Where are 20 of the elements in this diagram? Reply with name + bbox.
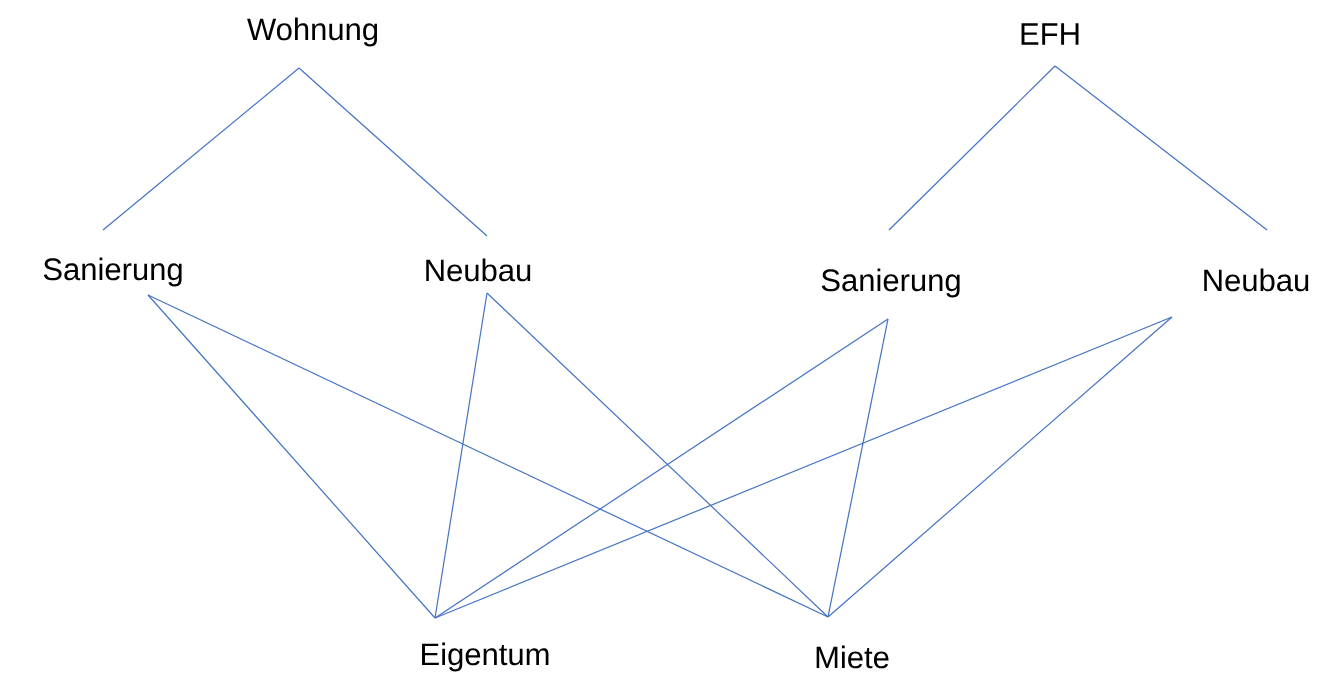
- connector-line: [298, 67, 488, 237]
- connector-line: [888, 65, 1056, 231]
- node-label: Eigentum: [422, 642, 549, 672]
- connector-line: [486, 292, 829, 618]
- connector-line: [1054, 65, 1268, 231]
- connector-line: [434, 292, 488, 619]
- node-label: Wohnung: [247, 17, 378, 47]
- connector-line: [827, 316, 1173, 618]
- connector-line: [147, 294, 436, 619]
- connector-line: [827, 318, 889, 618]
- connector-line: [147, 294, 829, 618]
- node-label: Sanierung: [821, 268, 960, 298]
- connector-line: [434, 316, 1173, 619]
- node-label: Neubau: [426, 258, 531, 282]
- node-label: Miete: [816, 645, 889, 669]
- connector-line: [434, 318, 889, 619]
- node-label: Neubau: [1204, 268, 1309, 292]
- node-label: Sanierung: [43, 257, 182, 287]
- node-label: EFH: [1021, 23, 1079, 45]
- connector-line: [102, 67, 300, 231]
